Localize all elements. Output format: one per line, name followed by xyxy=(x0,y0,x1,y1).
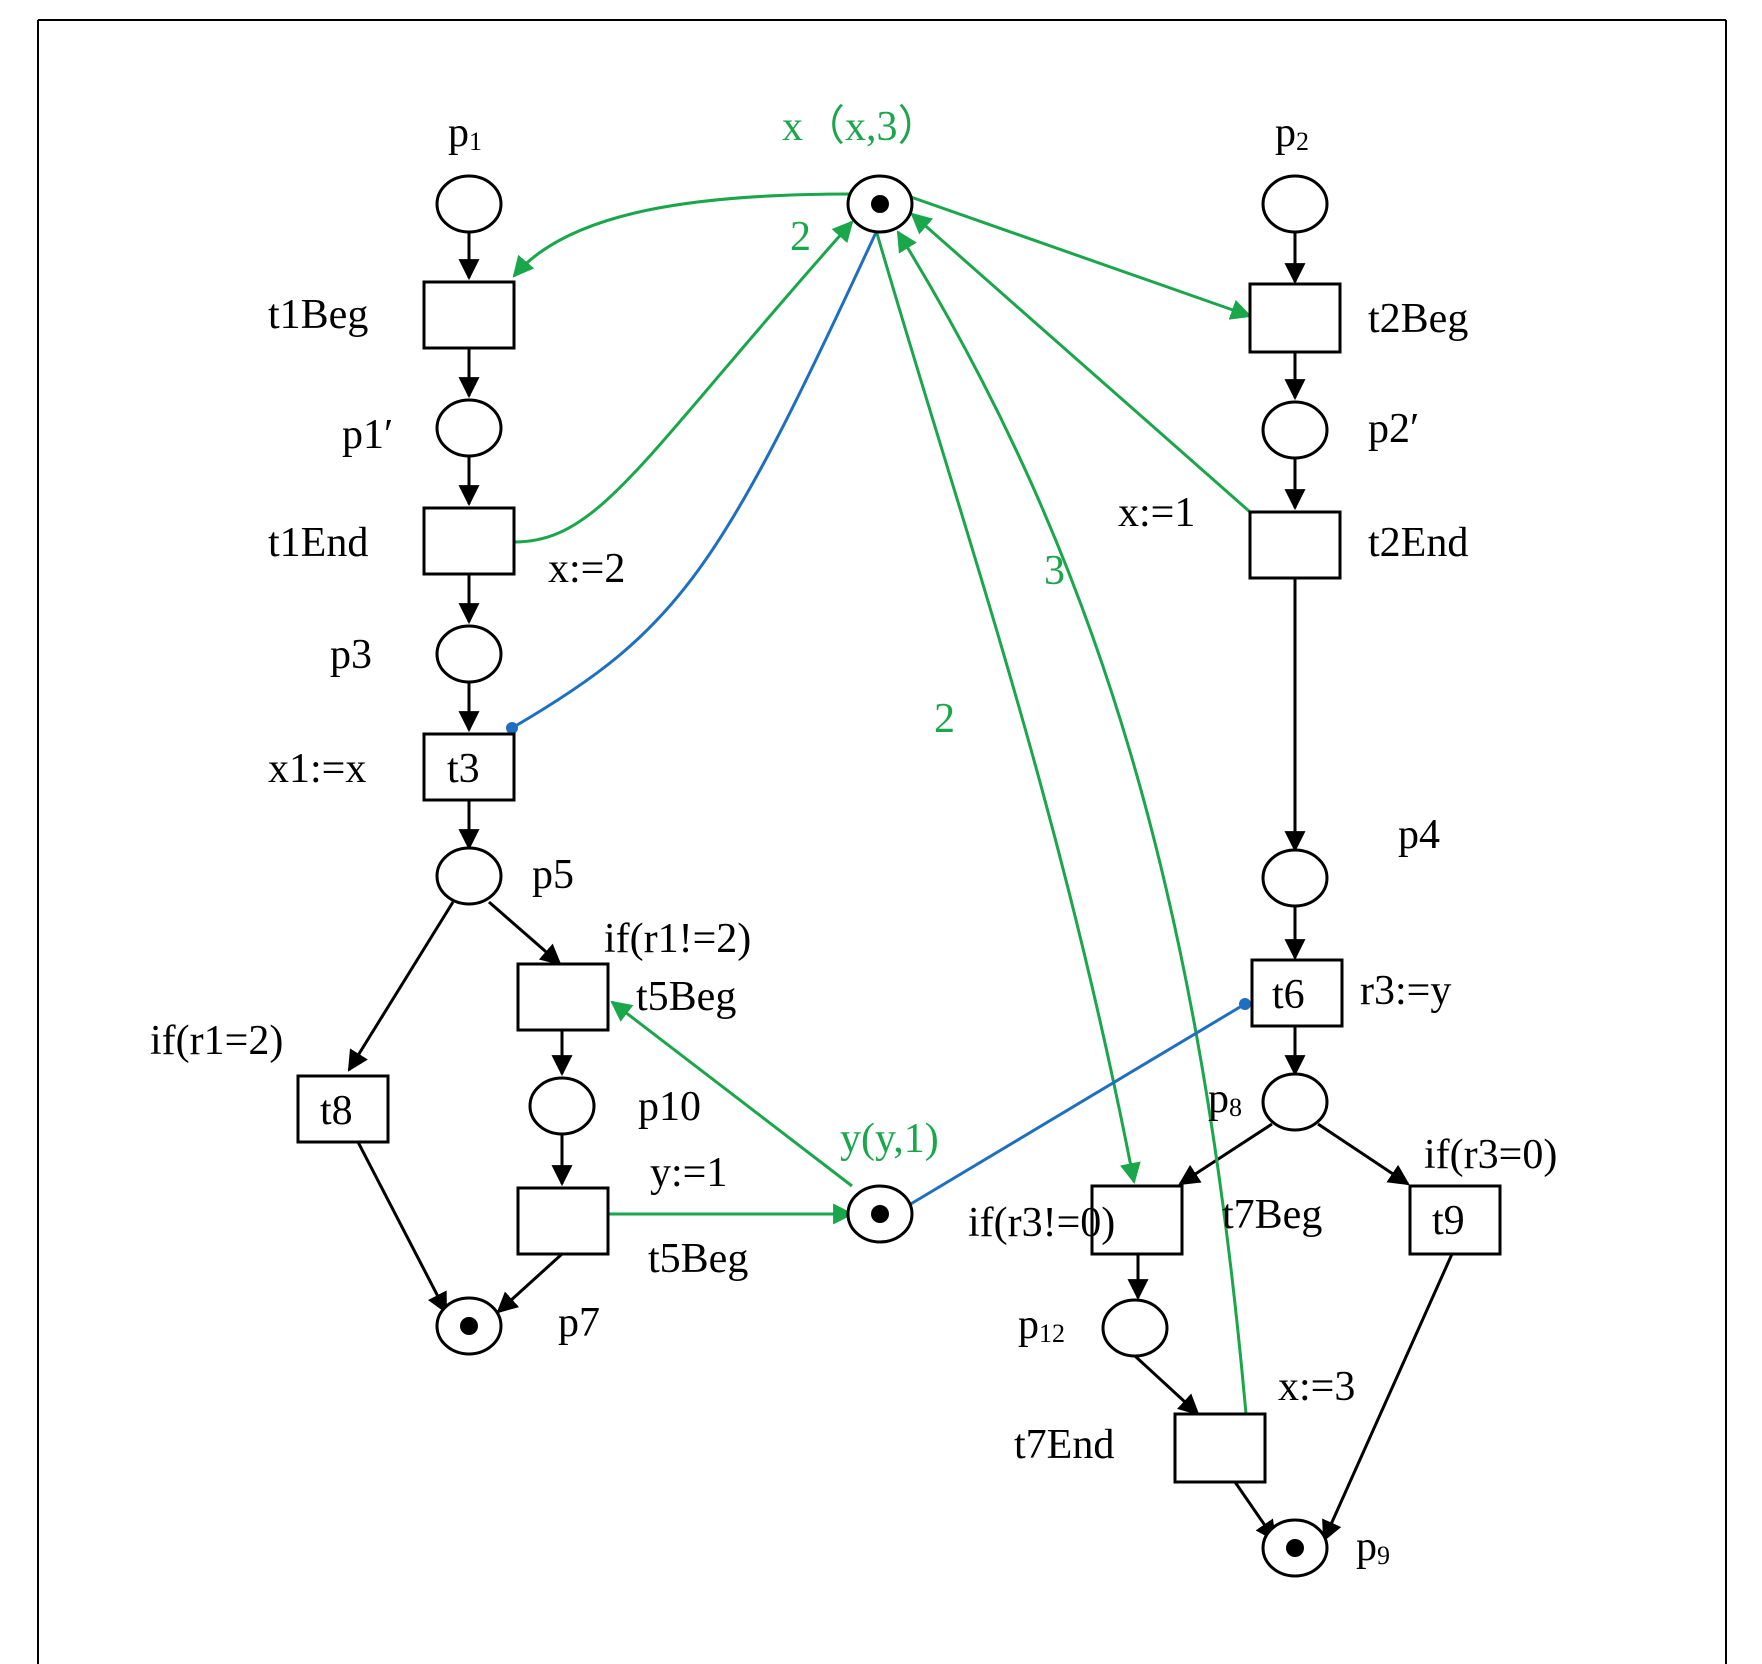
transition-t7End xyxy=(1173,1412,1267,1484)
place-p3 xyxy=(435,624,503,684)
label-if-r3-eq-0: if(r3=0) xyxy=(1424,1132,1557,1178)
label-if-r1-ne-2: if(r1!=2) xyxy=(604,916,751,962)
label-if-r1-eq-2: if(r1=2) xyxy=(150,1018,283,1064)
label-r3-assign: r3:=y xyxy=(1360,968,1451,1014)
label-p8: p8 xyxy=(1208,1076,1242,1122)
label-t9: t9 xyxy=(1432,1198,1465,1244)
label-t2End: t2End xyxy=(1368,520,1468,566)
black-arcs xyxy=(347,232,1454,1542)
label-weight-2-top: 2 xyxy=(790,214,811,260)
arc-t8-p7 xyxy=(356,1141,448,1314)
label-weight-2-mid: 2 xyxy=(934,696,955,742)
place-p5 xyxy=(435,846,503,906)
labels: p1 p2 x（x,3） t1Beg t2Beg p1′ p2′ t1End t… xyxy=(150,104,1557,1570)
transition-t7Beg xyxy=(1090,1184,1184,1256)
transition-t2Beg xyxy=(1248,282,1342,354)
arc-p12-t7End xyxy=(1133,1354,1200,1416)
arc-p5-t8 xyxy=(347,901,455,1072)
places xyxy=(435,174,1329,1578)
read-arc-t6-dot xyxy=(1239,998,1251,1010)
label-y-place: y(y,1) xyxy=(840,1116,939,1162)
transition-t8 xyxy=(296,1074,390,1144)
label-t1End: t1End xyxy=(268,520,368,566)
label-p1: p1 xyxy=(448,110,482,156)
place-p12 xyxy=(1101,1298,1169,1358)
label-x1-assign: x1:=x xyxy=(268,746,366,792)
arc-y-t5Beg xyxy=(610,1000,853,1188)
blue-arcs xyxy=(506,227,1251,1210)
token-x xyxy=(871,195,889,213)
label-p3: p3 xyxy=(330,632,372,678)
green-arcs xyxy=(512,192,1252,1415)
label-t3: t3 xyxy=(447,746,480,792)
token-y xyxy=(871,1205,889,1223)
place-p1prime xyxy=(435,398,503,458)
arc-t9-p9 xyxy=(1322,1253,1454,1542)
arc-p8-t7Beg xyxy=(1178,1122,1273,1186)
label-t8: t8 xyxy=(320,1088,353,1134)
transition-t3 xyxy=(422,732,516,802)
label-x-assign-2: x:=2 xyxy=(548,546,625,592)
place-p4 xyxy=(1261,848,1329,908)
transition-t2End xyxy=(1248,510,1342,580)
transition-t5End xyxy=(516,1186,610,1256)
label-t7End: t7End xyxy=(1014,1422,1114,1468)
label-p10: p10 xyxy=(638,1084,701,1130)
label-t1Beg: t1Beg xyxy=(268,292,368,338)
label-p12: p12 xyxy=(1018,1302,1065,1348)
transition-t5Beg xyxy=(516,962,610,1032)
place-p8 xyxy=(1261,1072,1329,1132)
place-p10 xyxy=(528,1076,596,1136)
label-x-assign-3: x:=3 xyxy=(1278,1364,1355,1410)
label-if-r3-ne-0: if(r3!=0) xyxy=(968,1200,1115,1246)
read-arc-t6-y xyxy=(903,1002,1246,1210)
arc-t2End-x xyxy=(910,212,1251,514)
label-t2Beg: t2Beg xyxy=(1368,296,1468,342)
place-p2 xyxy=(1261,174,1329,234)
arc-x-t7Beg xyxy=(874,229,1141,1185)
label-p5: p5 xyxy=(532,852,574,898)
label-p7: p7 xyxy=(558,1300,600,1346)
label-t5Beg-bottom: t5Beg xyxy=(648,1236,748,1282)
label-p1prime: p1′ xyxy=(342,412,393,458)
label-p9: p9 xyxy=(1356,1524,1390,1570)
arc-t5End-p7 xyxy=(496,1252,564,1314)
token-p9 xyxy=(1286,1539,1304,1557)
arc-t7End-x xyxy=(896,230,1248,1415)
label-x-place: x（x,3） xyxy=(782,104,940,150)
read-arc-t3-dot xyxy=(506,722,518,734)
label-p2prime: p2′ xyxy=(1368,406,1419,452)
label-p2: p2 xyxy=(1275,110,1309,156)
transition-t6 xyxy=(1250,958,1344,1028)
token-p7 xyxy=(460,1317,478,1335)
read-arc-t3-x xyxy=(511,227,880,730)
arc-x-t2Beg xyxy=(907,194,1252,320)
transition-t1Beg xyxy=(422,280,516,350)
place-p2prime xyxy=(1261,400,1329,460)
arc-p8-t9 xyxy=(1317,1122,1410,1186)
label-p4: p4 xyxy=(1398,812,1440,858)
label-y-assign-1: y:=1 xyxy=(650,1150,727,1196)
place-p1 xyxy=(435,174,503,234)
transitions xyxy=(296,280,1502,1484)
label-t7Beg: t7Beg xyxy=(1222,1192,1322,1238)
label-t5Beg-top: t5Beg xyxy=(636,974,736,1020)
arc-p5-t5Beg xyxy=(488,900,562,966)
label-x-assign-1: x:=1 xyxy=(1118,490,1195,536)
arc-t1End-x xyxy=(513,220,854,544)
arc-x-t1Beg xyxy=(512,192,853,278)
transition-t1End xyxy=(422,506,516,576)
label-weight-3: 3 xyxy=(1044,548,1065,594)
label-t6: t6 xyxy=(1272,972,1305,1018)
transition-t9 xyxy=(1408,1184,1502,1256)
